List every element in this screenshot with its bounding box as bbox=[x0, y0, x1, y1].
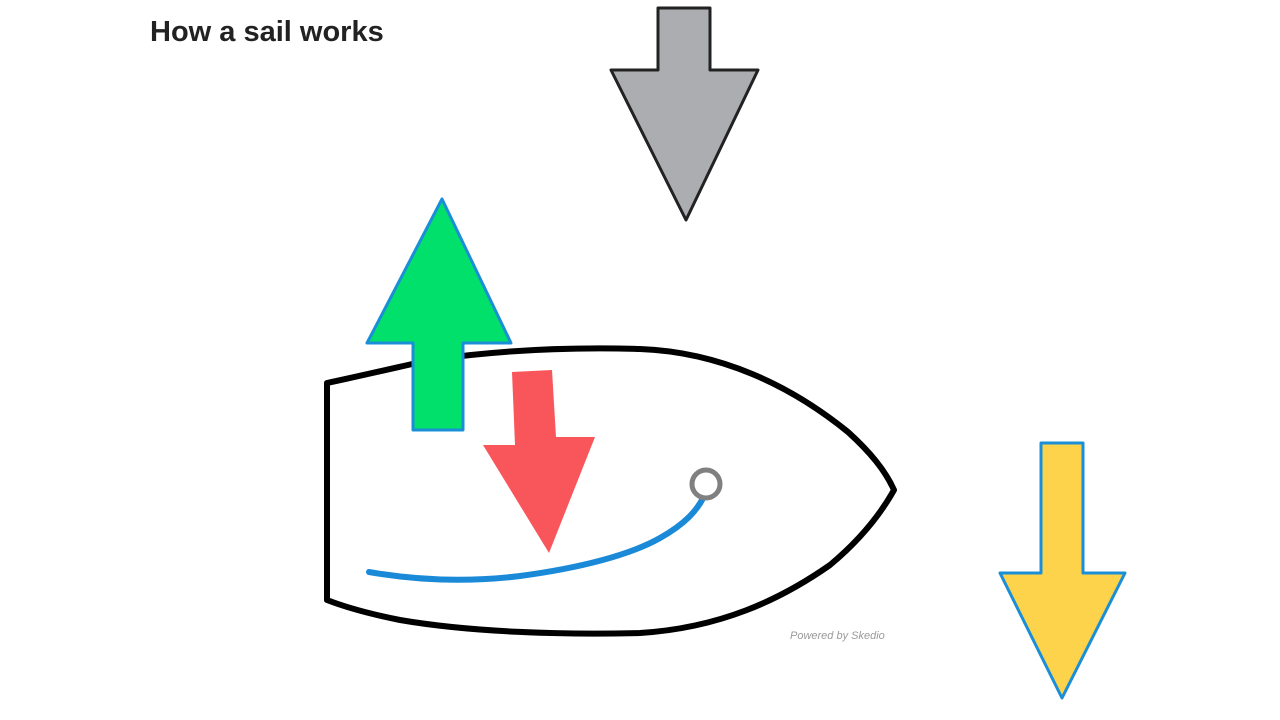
heel-force-arrow bbox=[483, 370, 595, 553]
mast-circle bbox=[692, 470, 720, 498]
lift-arrow bbox=[367, 199, 511, 430]
keel-resistance-arrow bbox=[1000, 443, 1125, 698]
credit-label: Powered by Skedio bbox=[790, 630, 885, 642]
wind-arrow bbox=[611, 8, 758, 220]
